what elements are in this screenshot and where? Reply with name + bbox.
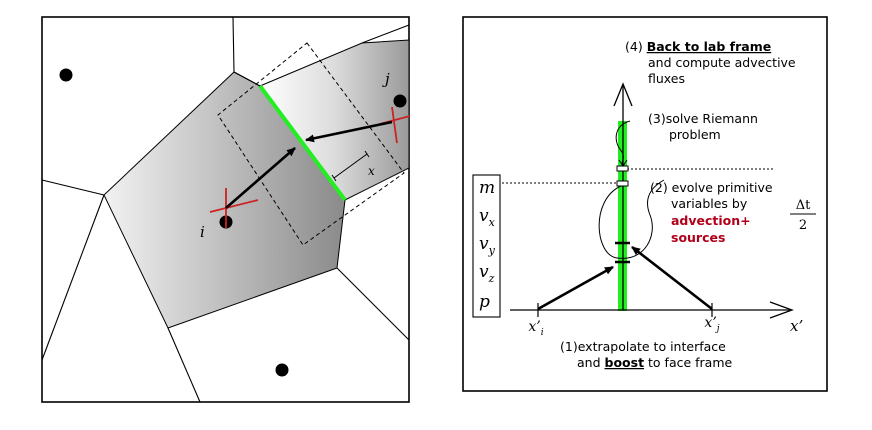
distance-label: x	[368, 164, 375, 178]
mesh-point	[275, 363, 289, 377]
primitive-variables-box	[472, 174, 501, 318]
left-panel: x i j	[41, 16, 411, 403]
extrapolation-arrow-j	[305, 120, 393, 143]
step2-line1: (2) evolve primitive	[650, 180, 773, 195]
var-vy: vy	[479, 234, 496, 257]
step1-line1: (1)extrapolate to interface	[560, 339, 726, 354]
x-axis-arrow	[769, 301, 794, 319]
step3-line1: (3)solve Riemann	[648, 111, 758, 126]
step2-sources: sources	[671, 230, 725, 245]
right-panel-frame	[462, 16, 828, 392]
step1-line2: and boost to face frame	[577, 355, 733, 370]
step4-line2: and compute advective	[648, 55, 796, 70]
voronoi-edges	[41, 16, 410, 403]
mesh-point-j	[393, 94, 407, 108]
time-axis-arrow	[613, 82, 633, 107]
interface-face	[258, 84, 347, 202]
riemann-curve-arrow	[618, 159, 628, 167]
face-frame-box	[217, 42, 405, 246]
cell-j-label: j	[382, 70, 390, 88]
riemann-curve	[615, 120, 631, 167]
var-vz: vz	[479, 262, 495, 285]
fraction-denominator: 2	[799, 218, 807, 233]
step4-line3: fluxes	[648, 71, 685, 86]
step2-line2: variables by	[671, 196, 748, 211]
step2-advection: advection+	[671, 213, 751, 228]
var-m: m	[479, 178, 495, 198]
step3-line2: problem	[669, 127, 721, 142]
evolve-loop-curve	[598, 179, 665, 259]
extrapolation-arrow-left	[537, 265, 614, 311]
cell-i-label: i	[200, 223, 205, 241]
mesh-point	[59, 68, 73, 82]
extrapolation-arrow-i	[225, 147, 296, 209]
primitive-variables: m vx vy vz p	[479, 178, 496, 312]
var-p: p	[479, 292, 490, 312]
extrapolated-state	[616, 180, 629, 187]
xj-label: x’j	[704, 315, 719, 334]
x-axis-label: x’	[790, 317, 803, 335]
distance-marker	[331, 150, 370, 182]
var-vx: vx	[479, 206, 496, 229]
step4-line1: (4) Back to lab frame	[625, 39, 771, 54]
right-panel: m vx vy vz p (4) Back to lab frame and c…	[462, 16, 828, 392]
xi-label: x’i	[528, 319, 543, 338]
half-step-state	[616, 165, 629, 172]
fraction-numerator: Δt	[796, 198, 811, 213]
extrapolation-arrow-right	[631, 245, 713, 311]
